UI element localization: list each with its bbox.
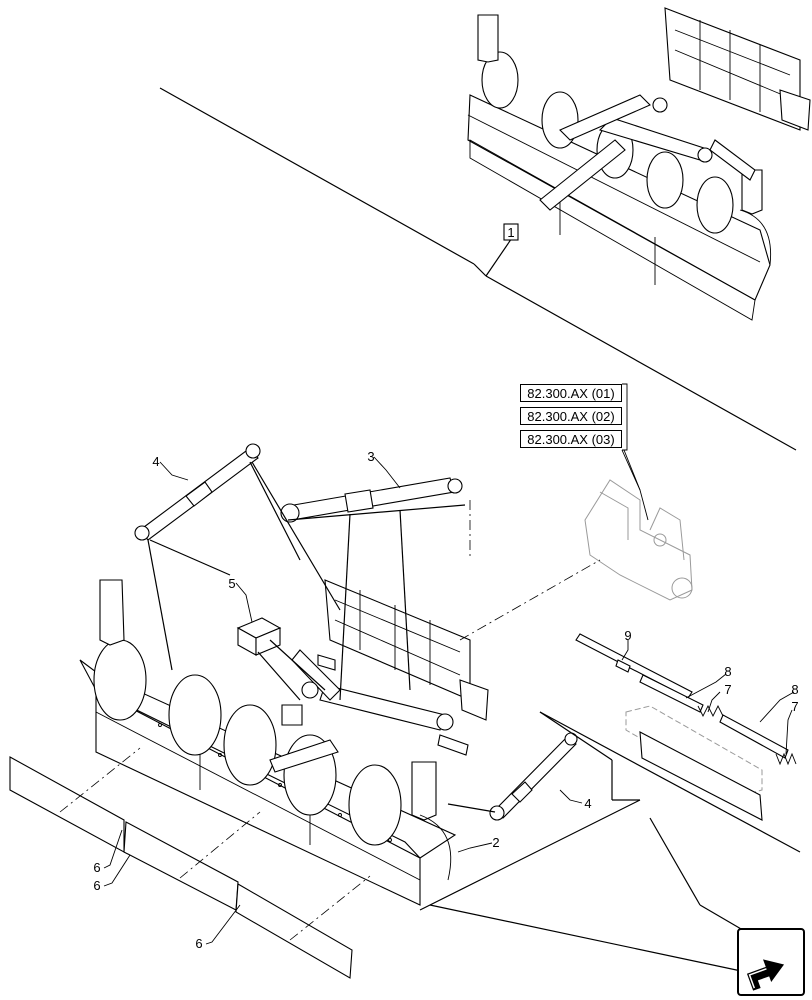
cylinder-part-4-lower <box>489 732 578 821</box>
reference-link-3[interactable]: 82.300.AX (03) <box>520 430 622 448</box>
main-assembly <box>79 579 489 906</box>
callout-6-middle: 6 <box>93 878 100 893</box>
reference-link-2[interactable]: 82.300.AX (02) <box>520 407 622 425</box>
callout-labels: 4 3 5 4 2 6 6 6 9 8 8 7 7 <box>93 449 798 951</box>
callout-4-upper: 4 <box>152 454 159 469</box>
callout-2: 2 <box>492 835 499 850</box>
callout-7-left: 7 <box>724 682 731 697</box>
alignment-lines <box>59 500 601 941</box>
callout-1-label: 1 <box>507 225 514 240</box>
cylinder-part-4-upper <box>134 443 261 541</box>
cylinder-part-3 <box>280 477 463 523</box>
next-page-arrow-icon <box>746 959 785 991</box>
overview-assembly <box>159 7 811 451</box>
callout-5: 5 <box>228 576 235 591</box>
callout-7-right: 7 <box>791 699 798 714</box>
reference-link-1[interactable]: 82.300.AX (01) <box>520 384 622 402</box>
callout-9: 9 <box>624 628 631 643</box>
mount-bracket-reference <box>584 479 693 601</box>
callout-6-top: 6 <box>93 860 100 875</box>
rod-part-9 <box>575 633 693 699</box>
blade-section-reference <box>625 705 763 821</box>
assembly-lines <box>147 461 801 976</box>
cutting-edge-part-6 <box>9 756 353 979</box>
reference-bracket <box>622 383 641 491</box>
callout-6-bottom: 6 <box>195 936 202 951</box>
assembly-callout-1[interactable]: 1 <box>503 223 519 241</box>
callout-8-right: 8 <box>791 682 798 697</box>
valve-block-part-5 <box>236 617 282 656</box>
next-page-button[interactable] <box>737 928 805 996</box>
callout-4-lower: 4 <box>584 796 591 811</box>
callout-3: 3 <box>367 449 374 464</box>
callout-8-left: 8 <box>724 664 731 679</box>
pin-part-8 <box>639 674 789 759</box>
spring-part-7 <box>697 704 797 766</box>
